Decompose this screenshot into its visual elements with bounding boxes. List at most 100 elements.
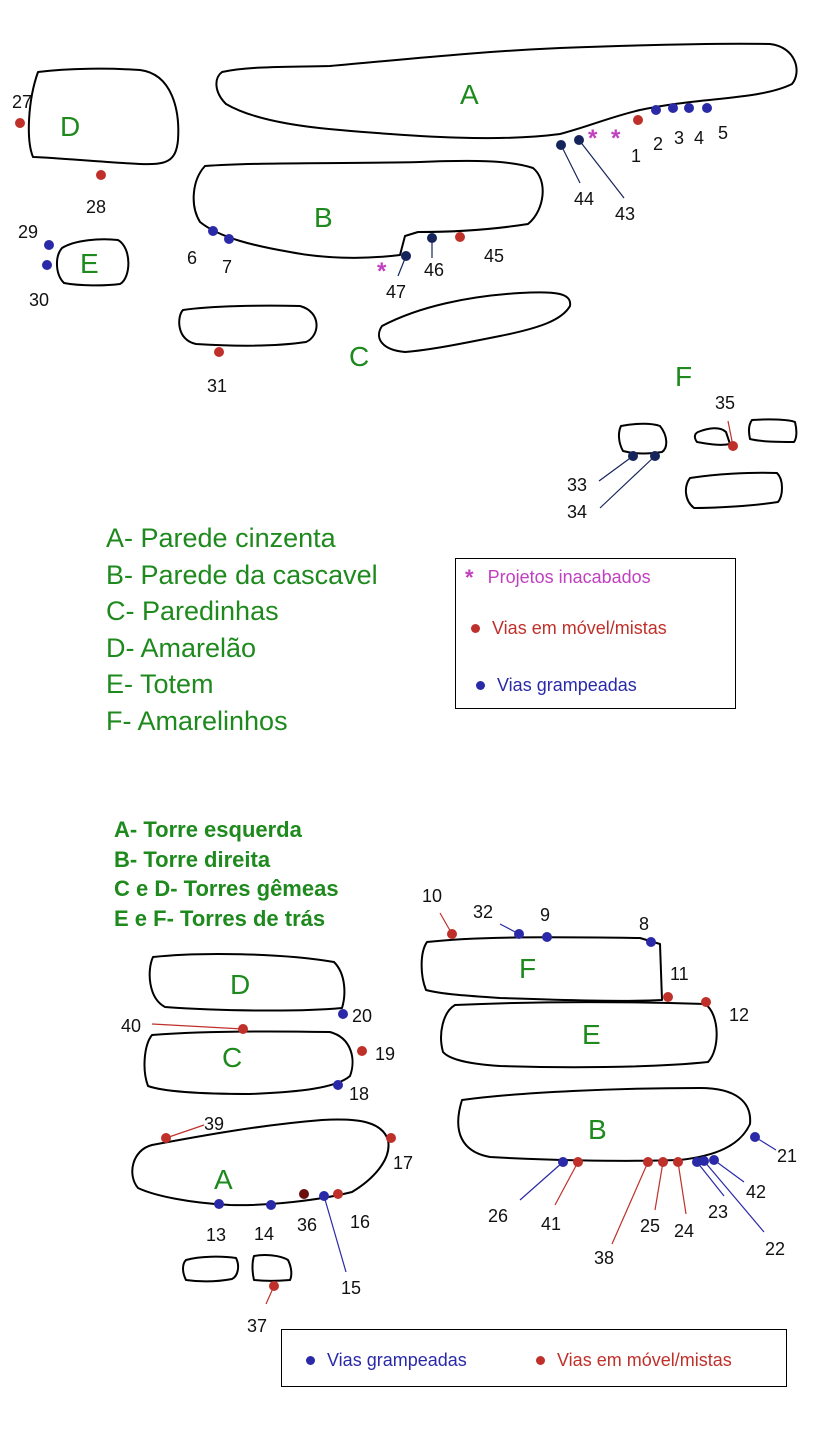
rock-f4-outline <box>684 471 783 509</box>
unfinished-star-icon: * <box>465 564 474 590</box>
route-leader-lines <box>151 139 777 1305</box>
route-33-leader <box>598 455 634 482</box>
key-item-d: D- Amarelão <box>106 632 257 663</box>
route-34-number: 34 <box>567 502 587 522</box>
route-33-number: 33 <box>567 475 587 495</box>
route-40-marker <box>238 1024 248 1034</box>
red-dot-icon <box>471 624 480 633</box>
rock-e-outline <box>56 238 130 287</box>
key-item-b: B- Parede da cascavel <box>106 559 378 590</box>
route-37-number: 37 <box>247 1316 267 1336</box>
route-23-leader <box>696 1161 725 1197</box>
route-26-leader <box>519 1161 564 1201</box>
route-27-number: 27 <box>12 92 32 112</box>
route-18-marker <box>333 1080 343 1090</box>
route-15-leader <box>323 1195 347 1273</box>
legend-unfinished: * Projetos inacabados <box>465 564 651 590</box>
route-10-marker <box>447 929 457 939</box>
route-32-marker <box>514 929 524 939</box>
legend-lower-bolted: Vias grampeadas <box>306 1350 467 1371</box>
route-22-number: 22 <box>765 1239 785 1259</box>
tower-f-outline <box>420 936 663 1002</box>
key-lower-item-b: B- Torre direita <box>114 846 271 872</box>
route-35-marker <box>728 441 738 451</box>
rock-label-lower-d: D <box>230 969 250 1000</box>
tower-a-outline <box>131 1118 390 1207</box>
route-30-marker <box>42 260 52 270</box>
rock-d-outline <box>27 67 180 166</box>
route-2-number: 2 <box>653 134 663 154</box>
blue-dot-icon <box>306 1356 315 1365</box>
rock-label-lower-f: F <box>519 953 536 984</box>
legend-trad-label: Vias em móvel/mistas <box>492 618 667 638</box>
rock-label-upper-f: F <box>675 361 692 392</box>
route-40-leader <box>151 1023 244 1030</box>
tower-d-outline <box>148 953 346 1012</box>
rock-label-lower-e: E <box>582 1019 601 1050</box>
rock-f2-outline <box>693 427 731 446</box>
route-11-number: 11 <box>670 964 689 984</box>
key-lower-item-cd: C e D- Torres gêmeas <box>114 876 339 901</box>
route-27-marker <box>15 118 25 128</box>
route-41-number: 41 <box>541 1214 561 1234</box>
route-8-number: 8 <box>639 914 649 934</box>
route-21-marker <box>750 1132 760 1142</box>
route-28-number: 28 <box>86 197 106 217</box>
route-3-number: 3 <box>674 128 684 148</box>
tower-c-outline <box>143 1030 354 1095</box>
rock-label-upper-d: D <box>60 111 80 142</box>
route-9-marker <box>542 932 552 942</box>
route-40-number: 40 <box>121 1016 141 1036</box>
rock-outlines <box>27 42 798 1283</box>
rock-label-lower-c: C <box>222 1042 242 1073</box>
route-29-marker <box>44 240 54 250</box>
route-20-number: 20 <box>352 1006 372 1026</box>
route-19-marker <box>357 1046 367 1056</box>
route-26-marker <box>558 1157 568 1167</box>
route-15-marker <box>319 1191 329 1201</box>
key-item-c: C- Paredinhas <box>106 596 279 626</box>
lower-legend: Vias grampeadas Vias em móvel/mistas <box>281 1329 787 1387</box>
route-46-number: 46 <box>424 260 444 280</box>
route-32-number: 32 <box>473 902 493 922</box>
route-39-number: 39 <box>204 1114 224 1134</box>
rock-f3-outline <box>747 418 798 443</box>
route-6-marker <box>208 226 218 236</box>
blue-dot-icon <box>476 681 485 690</box>
route-44-marker <box>556 140 566 150</box>
tower-a2-outline <box>251 1254 293 1282</box>
legend-bolted: Vias grampeadas <box>476 675 637 696</box>
route-46-marker <box>427 233 437 243</box>
route-36-marker <box>299 1189 309 1199</box>
route-42-marker <box>709 1155 719 1165</box>
route-11-marker <box>663 992 673 1002</box>
route-24-marker <box>673 1157 683 1167</box>
route-35-number: 35 <box>715 393 735 413</box>
route-31-marker <box>214 347 224 357</box>
route-7-number: 7 <box>222 257 232 277</box>
route-14-number: 14 <box>254 1224 274 1244</box>
route-3-marker <box>668 103 678 113</box>
lower-sector-key: A- Torre esquerda B- Torre direita C e D… <box>114 815 339 933</box>
legend-lower-trad: Vias em móvel/mistas <box>536 1350 732 1371</box>
route-markers <box>15 103 760 1291</box>
route-43-leader <box>578 139 625 199</box>
route-34-leader <box>599 455 656 509</box>
route-42-leader <box>713 1159 745 1183</box>
route-41-marker <box>573 1157 583 1167</box>
route-41-leader <box>554 1161 579 1206</box>
route-14-marker <box>266 1200 276 1210</box>
route-22-marker <box>699 1156 709 1166</box>
route-31-number: 31 <box>207 376 227 396</box>
route-25-marker <box>658 1157 668 1167</box>
route-45-marker <box>455 232 465 242</box>
route-17-number: 17 <box>393 1153 413 1173</box>
route-4-number: 4 <box>694 128 704 148</box>
route-9-number: 9 <box>540 905 550 925</box>
route-23-number: 23 <box>708 1202 728 1222</box>
route-13-marker <box>214 1199 224 1209</box>
route-44-leader <box>560 144 581 184</box>
route-22-leader <box>703 1160 765 1233</box>
route-21-number: 21 <box>777 1146 797 1166</box>
